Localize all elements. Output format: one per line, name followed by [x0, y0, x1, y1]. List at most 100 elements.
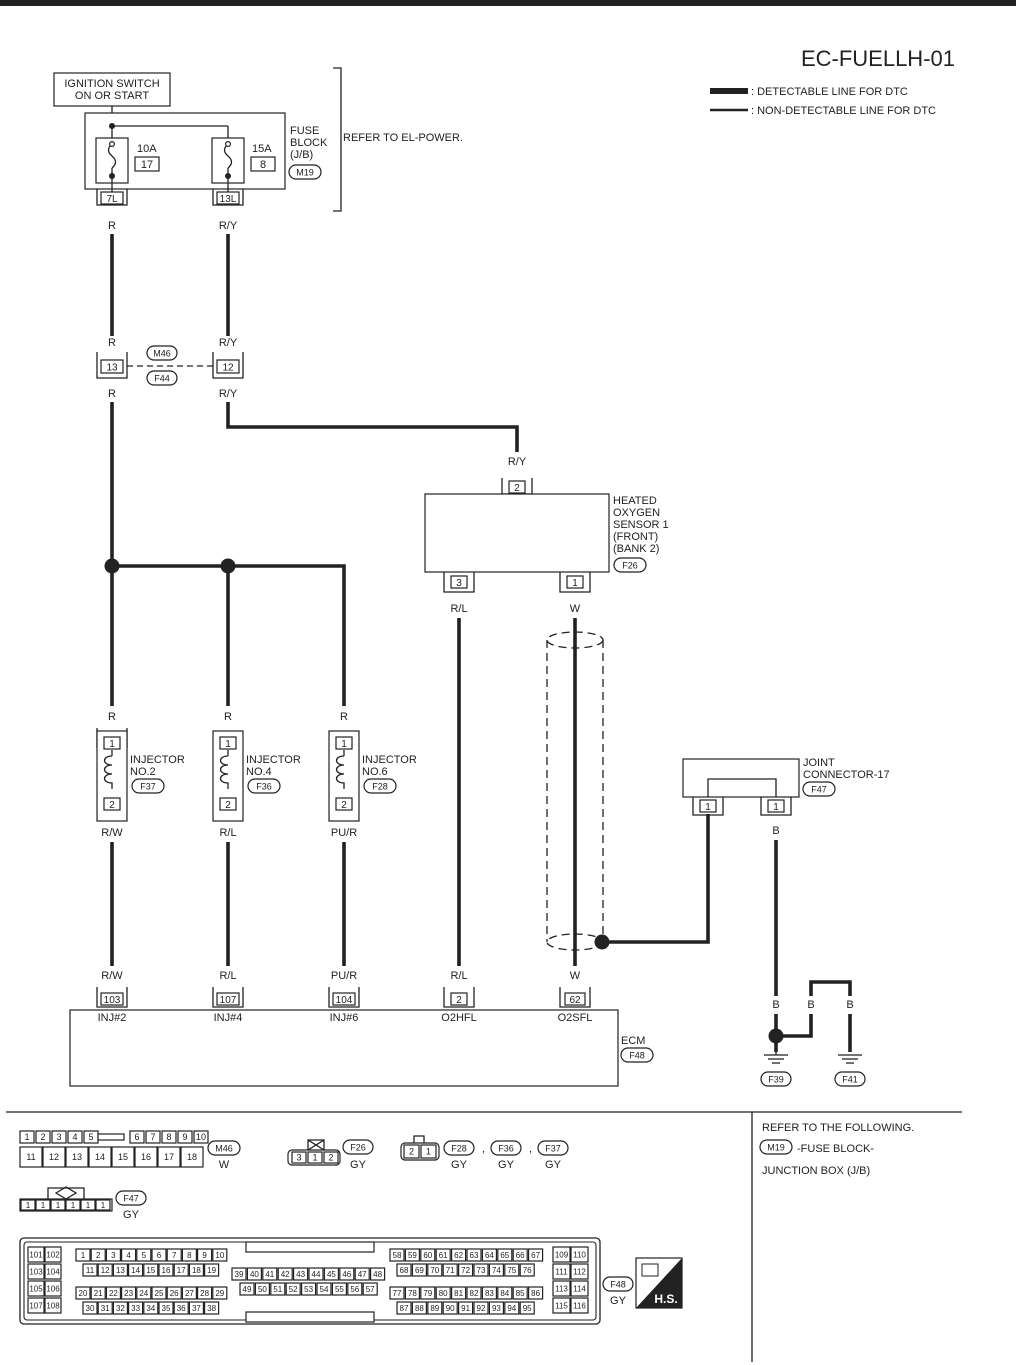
f48-pin: 50 — [258, 1285, 267, 1294]
f48-pin: 109 — [555, 1250, 569, 1259]
injector-no2-label-2: NO.2 — [130, 766, 156, 778]
f48-pin: 28 — [200, 1289, 209, 1298]
f48-pin: 23 — [124, 1289, 133, 1298]
f48-pin: 111 — [555, 1267, 568, 1276]
hs-harness-badge: H.S. — [635, 1257, 683, 1309]
f48-pin: 95 — [523, 1304, 532, 1313]
f48-pin: 112 — [573, 1267, 586, 1276]
hs-text: H.S. — [654, 1292, 677, 1306]
refer-el-power: REFER TO EL-POWER. — [343, 132, 463, 144]
injector-no4-pin2: 2 — [225, 800, 231, 811]
refer-following-title: REFER TO THE FOLLOWING. — [762, 1122, 914, 1134]
f48-pin: 5 — [142, 1251, 147, 1260]
ignition-label-1: IGNITION SWITCH — [64, 78, 159, 90]
m46-pin: 18 — [187, 1152, 197, 1162]
f48-pin: 41 — [265, 1270, 274, 1279]
m46-pin: 2 — [40, 1132, 45, 1142]
f48-pin: 2 — [96, 1251, 101, 1260]
f48-pin: 1 — [81, 1251, 86, 1260]
fuse-block-label-3: (J/B) — [290, 149, 313, 161]
ecm-pins: 103 INJ#2 107 INJ#4 104 INJ#6 2 O2HFL 62… — [96, 987, 592, 1024]
f48-pin: 32 — [116, 1304, 125, 1313]
ground-splice — [768, 1028, 784, 1044]
fuse-10a-amp: 10A — [137, 143, 157, 155]
wire-label-pur-1: PU/R — [331, 827, 357, 839]
f48-pin: 90 — [446, 1304, 455, 1313]
wire-label-w-2: W — [570, 970, 581, 982]
f48-pin: 66 — [516, 1251, 525, 1260]
f48-pin: 22 — [109, 1289, 118, 1298]
wire-label-r-inj4: R — [224, 711, 232, 723]
injector-no2-coil — [103, 750, 113, 789]
page-title: EC-FUELLH-01 — [801, 46, 955, 71]
f48-pin: 20 — [79, 1289, 88, 1298]
f47-color: GY — [123, 1209, 140, 1221]
f48-pin: 103 — [29, 1267, 43, 1276]
junction-connector-m46: M46 — [153, 349, 171, 359]
f48-pin: 46 — [342, 1270, 351, 1279]
injector-no6: 1 2 INJECTOR NO.6 F28 — [328, 730, 417, 822]
f48-pin: 72 — [461, 1266, 470, 1275]
fuse-10a-number: 17 — [141, 159, 153, 171]
f47-pin: 1 — [56, 1201, 61, 1210]
f48-pin: 115 — [555, 1301, 568, 1310]
joint-pin-right: 1 — [773, 802, 779, 813]
injector-no2-pin1: 1 — [109, 739, 115, 750]
ignition-label-2: ON OR START — [75, 90, 149, 102]
f48-pin: 48 — [373, 1270, 382, 1279]
legend-nondetectable-text: : NON-DETECTABLE LINE FOR DTC — [751, 105, 936, 117]
ecm-label: ECM — [621, 1035, 645, 1047]
f48-pin: 113 — [555, 1284, 568, 1293]
f48-pin: 75 — [507, 1266, 516, 1275]
heated-oxygen-sensor-box — [424, 493, 610, 573]
f48-pin: 91 — [461, 1304, 470, 1313]
f48-pin: 27 — [185, 1289, 194, 1298]
f48-pin: 19 — [207, 1266, 216, 1275]
m46-pin: 16 — [141, 1152, 151, 1162]
f48-pin: 51 — [273, 1285, 282, 1294]
joint-label-2: CONNECTOR-17 — [803, 769, 890, 781]
sensor-connector-f26: F26 — [622, 561, 638, 571]
injector-connector-name: F37 — [545, 1144, 561, 1154]
injector-no6-label-2: NO.6 — [362, 766, 388, 778]
sensor-pin-1: 1 — [572, 578, 578, 589]
injector-no2: 1 2 INJECTOR NO.2 F37 — [96, 728, 185, 822]
f48-pin: 65 — [500, 1251, 509, 1260]
joint-connector-f47: F47 — [811, 785, 827, 795]
f48-pin: 18 — [192, 1266, 201, 1275]
f48-pin: 45 — [327, 1270, 336, 1279]
f47-pin: 1 — [86, 1201, 91, 1210]
f48-pin: 62 — [454, 1251, 463, 1260]
sensor-label-5: (BANK 2) — [613, 543, 659, 555]
injector-no4: 1 2 INJECTOR NO.4 F36 — [212, 730, 301, 822]
f47-pin: 1 — [71, 1201, 76, 1210]
f48-pin: 107 — [29, 1301, 43, 1310]
m46-pin: 9 — [182, 1132, 187, 1142]
f48-pin: 58 — [393, 1251, 402, 1260]
sensor-label-2: OXYGEN — [613, 507, 660, 519]
f48-pin: 63 — [470, 1251, 479, 1260]
f48-pin: 14 — [131, 1266, 140, 1275]
m46-color: W — [219, 1159, 230, 1171]
wire-label-b-4: B — [846, 999, 853, 1011]
connector-separator: , — [529, 1143, 532, 1155]
ecm-pin-inj6: INJ#6 — [330, 1012, 359, 1024]
f48-pin: 92 — [477, 1304, 486, 1313]
injector-no4-pin1: 1 — [225, 739, 231, 750]
f47-name: F47 — [123, 1194, 139, 1204]
joint-pin-left: 1 — [705, 802, 711, 813]
injector-no2-connector: F37 — [140, 782, 156, 792]
f48-pin: 38 — [207, 1304, 216, 1313]
f48-pin: 13 — [116, 1266, 125, 1275]
m46-pin: 4 — [72, 1132, 77, 1142]
wire-label-ry-1: R/Y — [219, 220, 238, 232]
ground-connector-f39: F39 — [768, 1075, 784, 1085]
fuse-15a-number: 8 — [260, 159, 266, 171]
m46-pin: 14 — [95, 1152, 105, 1162]
injector-connector-color: GY — [545, 1159, 562, 1171]
